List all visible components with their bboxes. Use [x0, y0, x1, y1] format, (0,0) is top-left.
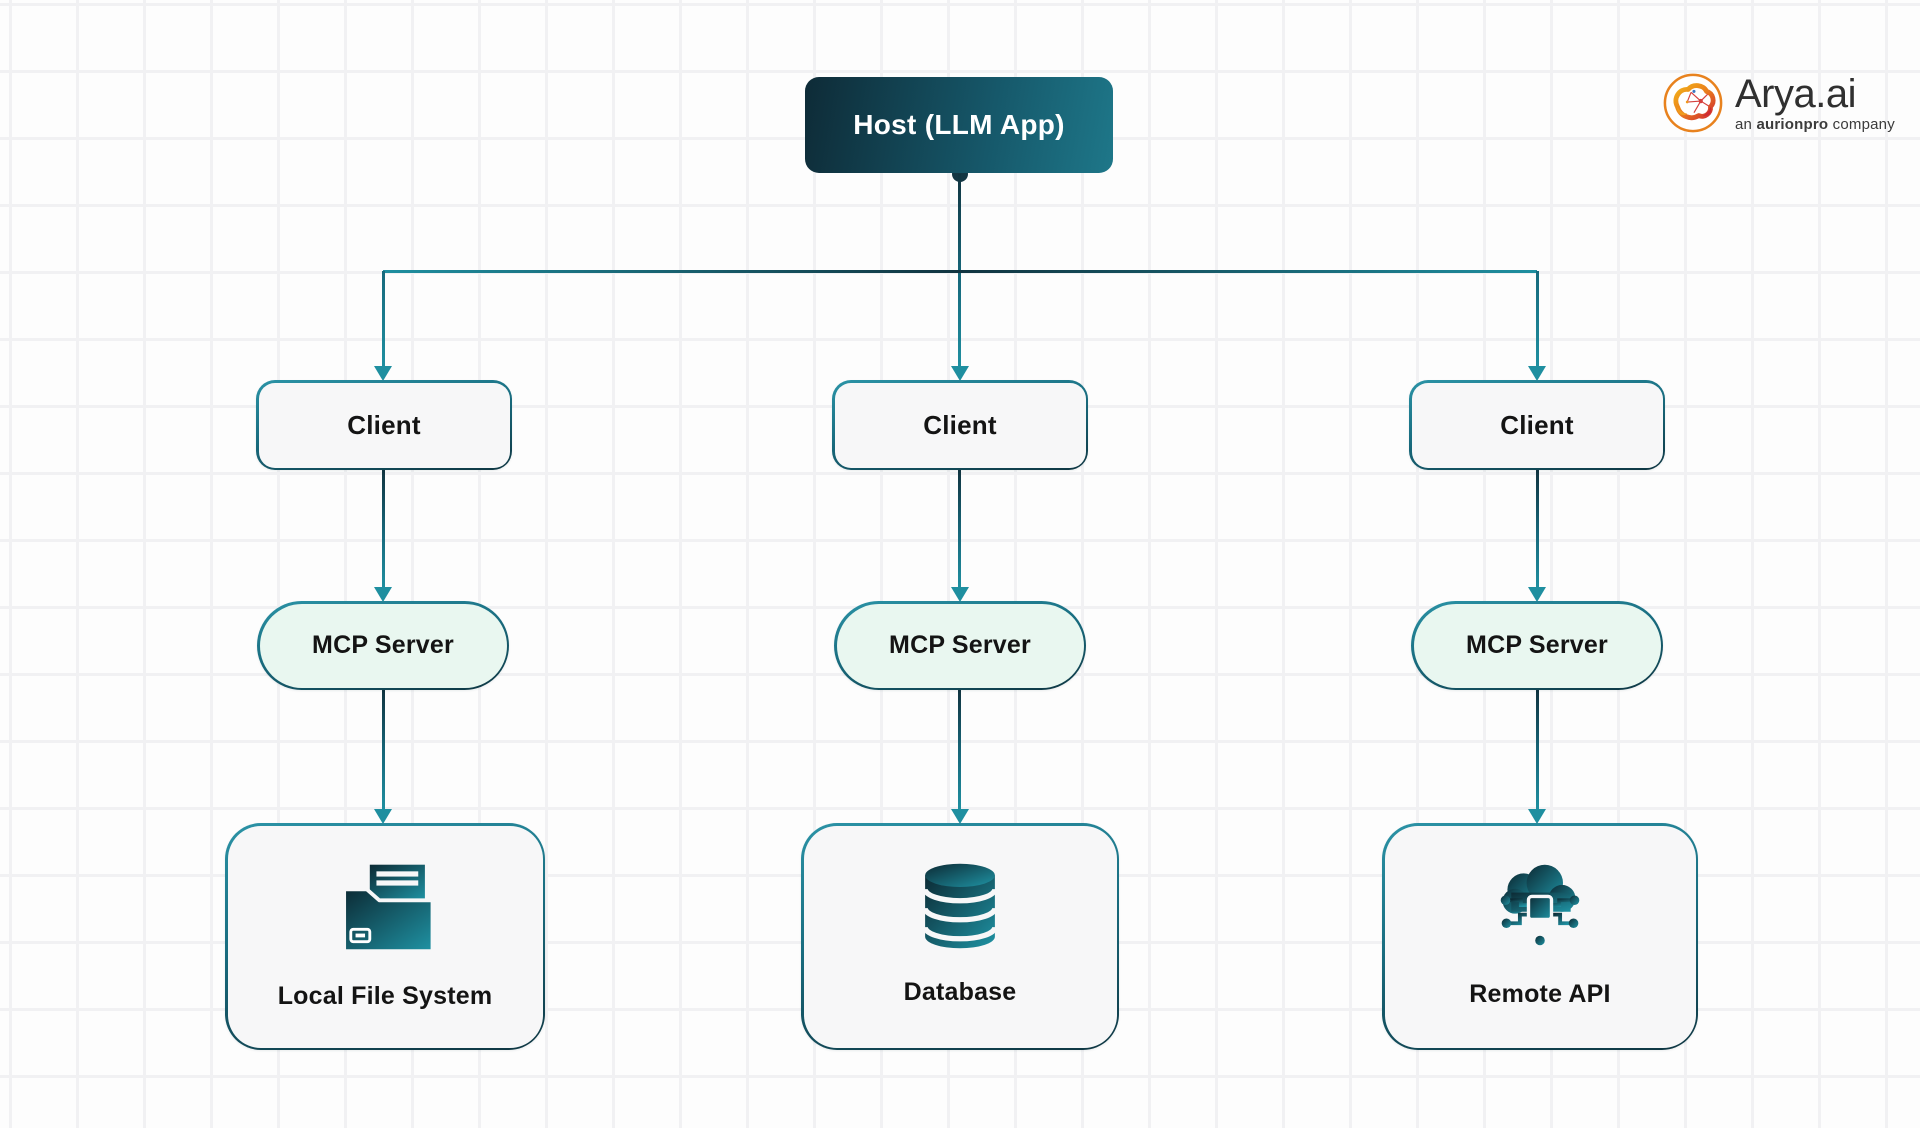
mcp-server-label: MCP Server: [312, 631, 454, 659]
resource-node-local-file-system: Local File System: [225, 823, 545, 1050]
resource-node-body: Remote API: [1384, 825, 1696, 1048]
tagline-prefix: an: [1735, 116, 1757, 133]
mcp-server-body: MCP Server: [836, 603, 1084, 688]
mcp-server-node-3: MCP Server: [1411, 601, 1663, 690]
cloud-circuit-icon: [1500, 864, 1580, 946]
host-node: Host (LLM App): [805, 77, 1113, 173]
arrowhead-client-3: [1528, 366, 1546, 381]
resource-node-body: Local File System: [227, 825, 543, 1048]
brain-icon: [1663, 73, 1723, 133]
resource-label: Local File System: [277, 981, 493, 1010]
arrowhead-server-3: [1528, 587, 1546, 602]
connector-client-to-server-3: [1536, 470, 1539, 588]
connector-branch-right: [1536, 271, 1539, 366]
mcp-server-label: MCP Server: [1466, 631, 1608, 659]
connector-client-to-server-1: [382, 470, 385, 588]
database-icon: [923, 863, 997, 949]
host-label: Host (LLM App): [853, 109, 1065, 140]
arrowhead-client-1: [374, 366, 392, 381]
client-node-2: Client: [832, 380, 1088, 470]
client-node-body: Client: [1411, 382, 1663, 468]
resource-node-database: Database: [801, 823, 1119, 1050]
mcp-server-body: MCP Server: [1413, 603, 1661, 688]
arrowhead-resource-1: [374, 809, 392, 824]
client-label: Client: [347, 409, 421, 440]
connector-branch-horizontal: [383, 270, 1537, 273]
resource-node-body: Database: [803, 825, 1117, 1048]
arrowhead-server-2: [951, 587, 969, 602]
connector-server-to-resource-2: [958, 690, 961, 809]
resource-label: Database: [903, 978, 1017, 1006]
resource-node-remote-api: Remote API: [1382, 823, 1698, 1050]
mcp-server-body: MCP Server: [259, 603, 507, 688]
client-node-1: Client: [256, 380, 512, 470]
connector-client-to-server-2: [958, 470, 961, 588]
mcp-server-node-1: MCP Server: [257, 601, 509, 690]
client-label: Client: [1500, 409, 1574, 440]
client-node-3: Client: [1409, 380, 1665, 470]
tagline-company: aurionpro: [1756, 116, 1829, 133]
arrowhead-resource-3: [1528, 809, 1546, 824]
logo-brand-name: Arya.ai: [1735, 72, 1856, 116]
connector-server-to-resource-1: [382, 690, 385, 809]
arrowhead-resource-2: [951, 809, 969, 824]
connector-server-to-resource-3: [1536, 690, 1539, 809]
company-logo: Arya.ai an aurionpro company: [1662, 72, 1895, 134]
logo-tagline: an aurionpro company: [1735, 116, 1895, 133]
client-node-body: Client: [834, 382, 1086, 468]
mcp-server-label: MCP Server: [889, 631, 1031, 659]
client-node-body: Client: [258, 382, 510, 468]
tagline-suffix: company: [1828, 116, 1895, 133]
folder-document-icon: [342, 864, 435, 953]
resource-label: Remote API: [1469, 980, 1611, 1008]
logo-text-block: Arya.ai an aurionpro company: [1735, 73, 1895, 133]
mcp-server-node-2: MCP Server: [834, 601, 1086, 690]
arrowhead-server-1: [374, 587, 392, 602]
arrowhead-client-2: [951, 366, 969, 381]
client-label: Client: [923, 409, 997, 440]
connector-branch-left: [382, 271, 385, 366]
